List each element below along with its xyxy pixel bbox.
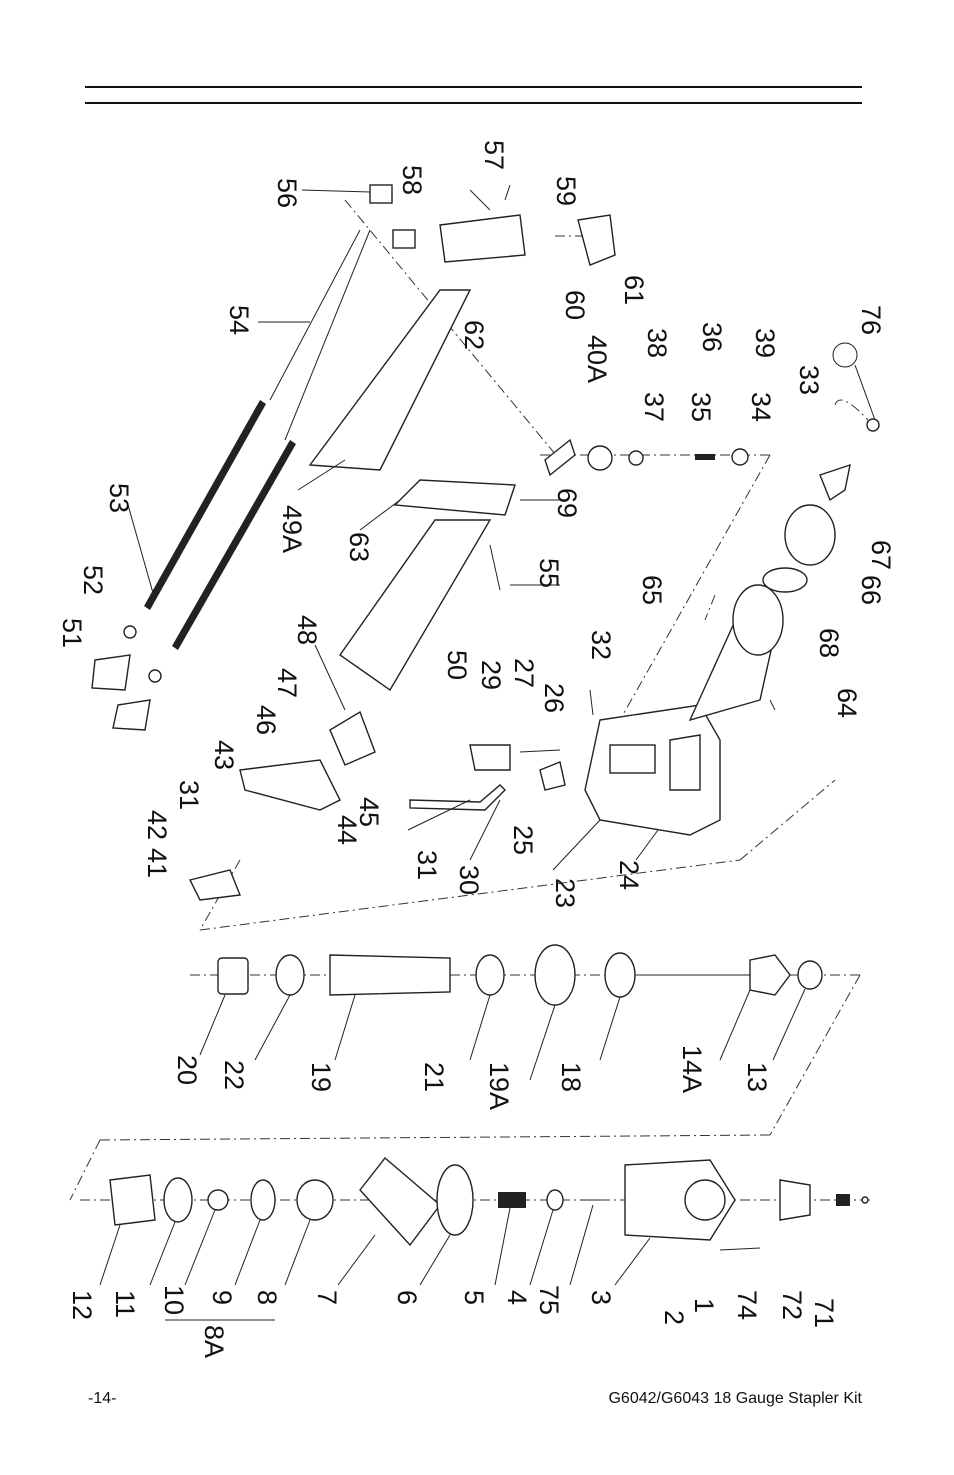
part-label: 62	[459, 320, 489, 350]
part-label: 19	[306, 1062, 336, 1092]
part-label: 31	[174, 780, 204, 810]
part-label: 71	[809, 1298, 839, 1328]
part-label: 11	[110, 1290, 140, 1318]
magazine-assembly	[91, 184, 616, 731]
part-label: 19A	[484, 1062, 514, 1110]
part-label: 18	[556, 1062, 586, 1092]
part-label: 57	[479, 140, 509, 170]
part-label: 74	[732, 1290, 762, 1320]
part-label: 53	[104, 483, 134, 513]
part-label: 66	[856, 575, 886, 605]
part-label: 50	[442, 650, 472, 680]
part-label: 24	[614, 860, 644, 890]
part-label: 37	[639, 392, 669, 422]
part-label: 8	[252, 1290, 282, 1305]
part-label: 23	[550, 878, 580, 908]
part-label: 60	[560, 290, 590, 320]
part-label: 67	[866, 540, 896, 570]
part-label: 40A	[582, 335, 612, 383]
part-label: 46	[251, 705, 281, 735]
part-label: 13	[742, 1062, 772, 1092]
cap-assembly	[109, 1156, 869, 1251]
part-label: 10	[159, 1285, 189, 1315]
part-label: 45	[354, 797, 384, 827]
leader-lines	[99, 189, 806, 1321]
part-label: 65	[637, 575, 667, 605]
part-label: 9	[207, 1290, 237, 1305]
valve-assembly	[544, 342, 880, 593]
part-label: 29	[476, 660, 506, 690]
part-label: 75	[534, 1285, 564, 1315]
assembly-lines	[69, 199, 870, 1201]
part-label: 8A	[199, 1325, 229, 1358]
part-label: 43	[209, 740, 239, 770]
part-label: 36	[697, 322, 727, 352]
part-label: 52	[78, 565, 108, 595]
part-label: 48	[292, 615, 322, 645]
part-label: 64	[832, 688, 862, 718]
part-label: 58	[397, 165, 427, 195]
document-title: G6042/G6043 18 Gauge Stapler Kit	[608, 1390, 862, 1407]
header-rule-bottom	[85, 102, 862, 104]
part-label: 76	[856, 305, 886, 335]
part-label: 14A	[677, 1045, 707, 1093]
part-label: 55	[534, 558, 564, 588]
part-label: 21	[419, 1062, 449, 1092]
part-label: 69	[552, 488, 582, 518]
part-label: 56	[272, 178, 302, 208]
part-label: 3	[586, 1290, 616, 1305]
part-label: 20	[172, 1055, 202, 1085]
trigger-assembly	[188, 689, 594, 901]
part-label: 51	[57, 618, 87, 648]
part-label: 4	[502, 1290, 532, 1305]
part-label: 41	[142, 848, 172, 878]
part-label: 33	[794, 365, 824, 395]
part-label: 49A	[277, 505, 307, 553]
part-label: 25	[508, 825, 538, 855]
part-label: 44	[332, 815, 362, 845]
part-label: 6	[392, 1290, 422, 1305]
part-label: 42	[142, 810, 172, 840]
part-label: 31	[412, 850, 442, 880]
part-label: 61	[619, 275, 649, 305]
part-label: 27	[509, 658, 539, 688]
part-label: 68	[814, 628, 844, 658]
part-label: 59	[551, 176, 581, 206]
part-label: 22	[219, 1060, 249, 1090]
part-label: 54	[224, 305, 254, 335]
part-label: 72	[777, 1290, 807, 1320]
header-rule-top	[85, 86, 862, 88]
part-label: 39	[750, 328, 780, 358]
part-label: 38	[642, 328, 672, 358]
part-label: 63	[344, 532, 374, 562]
body-housing	[584, 584, 784, 836]
part-label: 5	[459, 1290, 489, 1305]
part-label: 35	[686, 392, 716, 422]
part-label: 12	[67, 1290, 97, 1320]
page-number: -14-	[88, 1390, 117, 1407]
part-label: 7	[312, 1290, 342, 1305]
part-labels: 56 58 57 59 61 60 62 54 40A 38 36 39 76 …	[57, 140, 896, 1358]
part-label: 2	[659, 1310, 689, 1325]
part-label: 30	[454, 865, 484, 895]
part-label: 26	[539, 683, 569, 713]
part-label: 34	[746, 392, 776, 422]
part-label: 47	[272, 668, 302, 698]
part-label: 1	[689, 1298, 719, 1313]
part-label: 32	[586, 630, 616, 660]
